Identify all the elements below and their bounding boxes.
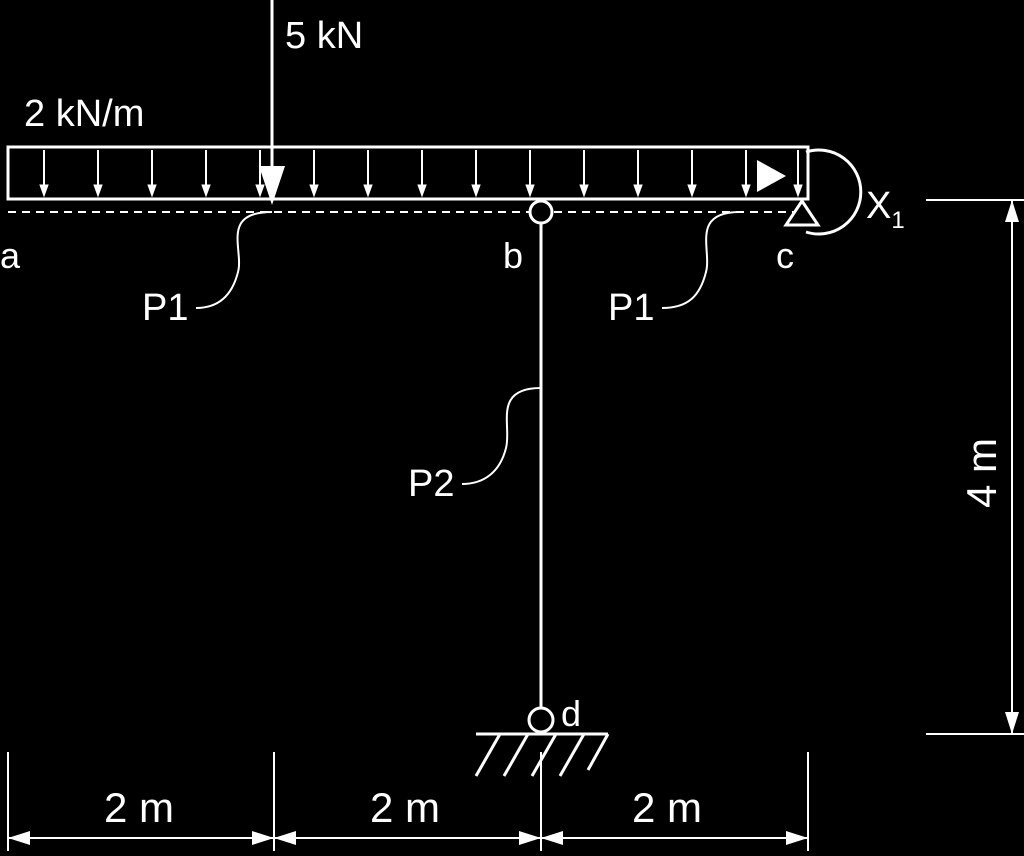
load-arrow-head: [255, 184, 265, 198]
vertical-dimension: [926, 199, 1024, 735]
load-arrow-head: [793, 184, 803, 198]
node-label-d: d: [561, 693, 581, 734]
dimension-span-3: 2 m: [632, 784, 702, 831]
load-arrow-head: [363, 184, 373, 198]
load-arrow-head: [93, 184, 103, 198]
horizontal-dimension-arrows: [8, 831, 808, 845]
member-label-column: P2: [408, 463, 454, 505]
load-arrow-head: [579, 184, 589, 198]
distributed-load: [6, 145, 810, 201]
load-arrow-head: [525, 184, 535, 198]
load-arrow-head: [687, 184, 697, 198]
load-arrow-head: [633, 184, 643, 198]
distributed-load-arrows: [39, 150, 803, 198]
load-arrow-head: [39, 184, 49, 198]
load-arrow-head: [147, 184, 157, 198]
node-label-a: a: [0, 235, 21, 276]
dimension-span-2: 2 m: [370, 784, 440, 831]
dimension-height: 4 m: [958, 438, 1005, 508]
member-label-left: P1: [142, 287, 188, 329]
dimension-span-1: 2 m: [104, 784, 174, 831]
hinge-b-icon: [528, 199, 554, 225]
vertical-dimension-arrows: [1005, 200, 1019, 734]
node-label-c: c: [776, 235, 794, 276]
distributed-load-band: [6, 145, 810, 201]
load-arrow-head: [741, 184, 751, 198]
load-arrow-head: [309, 184, 319, 198]
horizontal-dimensions: [7, 752, 809, 851]
hinge-d-icon: [527, 706, 555, 734]
load-arrow-head: [471, 184, 481, 198]
point-load-arrow: [259, 0, 285, 205]
node-label-b: b: [503, 235, 523, 276]
point-load-label: 5 kN: [285, 15, 363, 57]
redundant-label: X1: [866, 185, 905, 234]
load-arrow-head: [417, 184, 427, 198]
distributed-load-label: 2 kN/m: [24, 93, 144, 135]
support-c-icon: [783, 198, 821, 227]
member-label-right: P1: [608, 287, 654, 329]
fixed-ground-icon: [474, 732, 610, 777]
member-leaders: [195, 211, 741, 485]
load-arrow-head: [201, 184, 211, 198]
redundant-moment-icon: [757, 148, 863, 236]
